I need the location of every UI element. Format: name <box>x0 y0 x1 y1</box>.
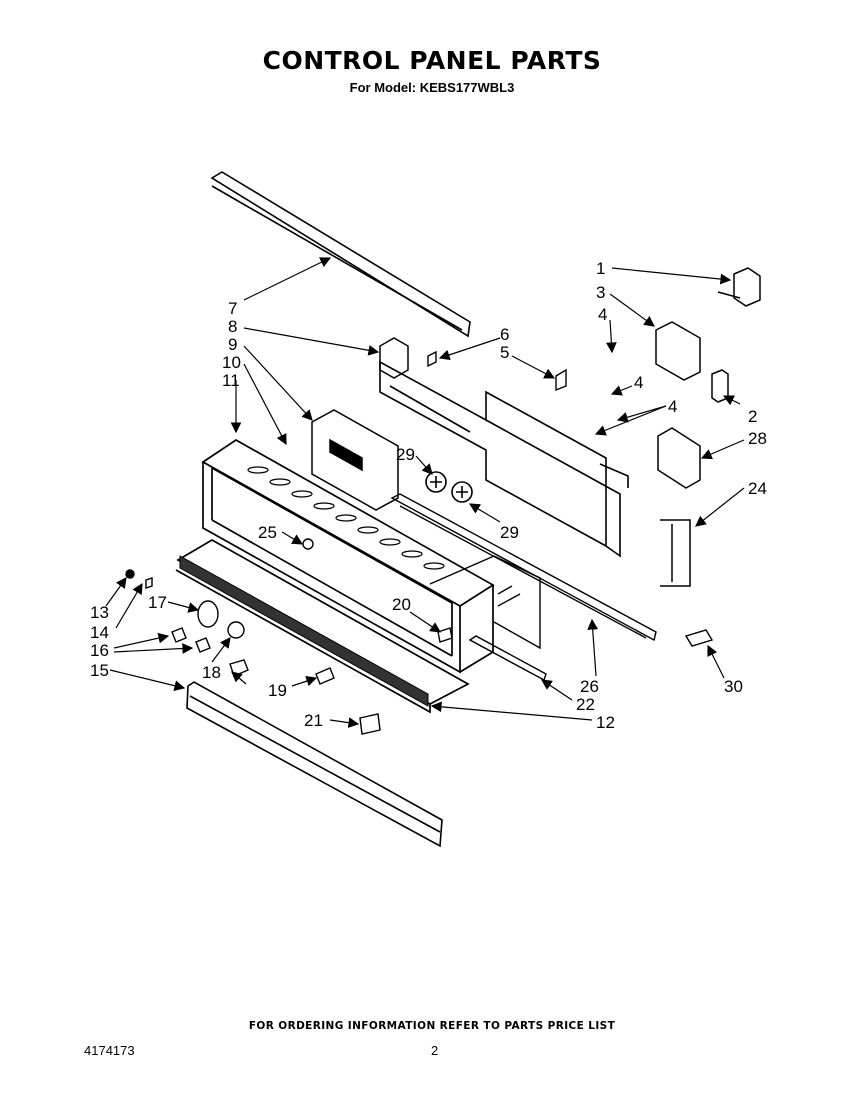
callout-label: 10 <box>222 353 241 372</box>
small-parts <box>125 350 714 735</box>
page-title: CONTROL PANEL PARTS <box>262 46 602 75</box>
callout-label: 4 <box>598 305 607 324</box>
bottom-trim-strip <box>186 681 443 848</box>
leader-lines <box>105 257 745 728</box>
callout-label: 5 <box>500 343 509 362</box>
page-number: 2 <box>431 1043 439 1058</box>
mounting-bracket <box>379 337 409 379</box>
callout-label: 28 <box>748 429 767 448</box>
callout-label: 1 <box>596 259 605 278</box>
callout-label: 9 <box>228 335 237 354</box>
callout-label: 25 <box>258 523 277 542</box>
control-knobs <box>425 471 473 503</box>
callout-label: 4 <box>634 373 643 392</box>
callout-label: 18 <box>202 663 221 682</box>
callout-label: 16 <box>90 641 109 660</box>
callout-label: 17 <box>148 593 167 612</box>
ordering-note: FOR ORDERING INFORMATION REFER TO PARTS … <box>248 1020 616 1032</box>
vent-slots <box>247 466 445 570</box>
control-housing <box>379 360 629 558</box>
model-subtitle: For Model: KEBS177WBL3 <box>349 80 515 95</box>
callout-label: 11 <box>222 371 240 390</box>
callout-label: 8 <box>228 317 237 336</box>
switch-component <box>655 267 761 381</box>
callout-label: 13 <box>90 603 109 622</box>
callout-label: 3 <box>596 283 605 302</box>
callout-label: 29 <box>396 445 415 464</box>
callout-label: 15 <box>90 661 109 680</box>
callout-label: 4 <box>668 397 677 416</box>
lower-rail <box>468 635 547 682</box>
callout-label: 22 <box>576 695 595 714</box>
display-board <box>311 409 399 511</box>
callout-label: 2 <box>748 407 757 426</box>
callout-label: 19 <box>268 681 287 700</box>
top-trim-strip <box>210 171 471 338</box>
callout-label: 30 <box>724 677 743 696</box>
callout-label: 26 <box>580 677 599 696</box>
callout-label: 12 <box>596 713 615 732</box>
callout-label: 7 <box>228 299 237 318</box>
document-number: 4174173 <box>84 1043 135 1058</box>
callout-label: 6 <box>500 325 509 344</box>
bracket-rail <box>390 493 657 642</box>
callout-label: 24 <box>748 479 767 498</box>
grille-strip <box>179 555 429 707</box>
callout-label: 14 <box>90 623 109 642</box>
callout-numbers: 1 2 3 4 4 4 5 6 7 8 9 10 11 12 13 14 15 … <box>90 259 767 732</box>
callout-label: 20 <box>392 595 411 614</box>
callout-label: 29 <box>500 523 519 542</box>
callout-label: 21 <box>304 711 323 730</box>
